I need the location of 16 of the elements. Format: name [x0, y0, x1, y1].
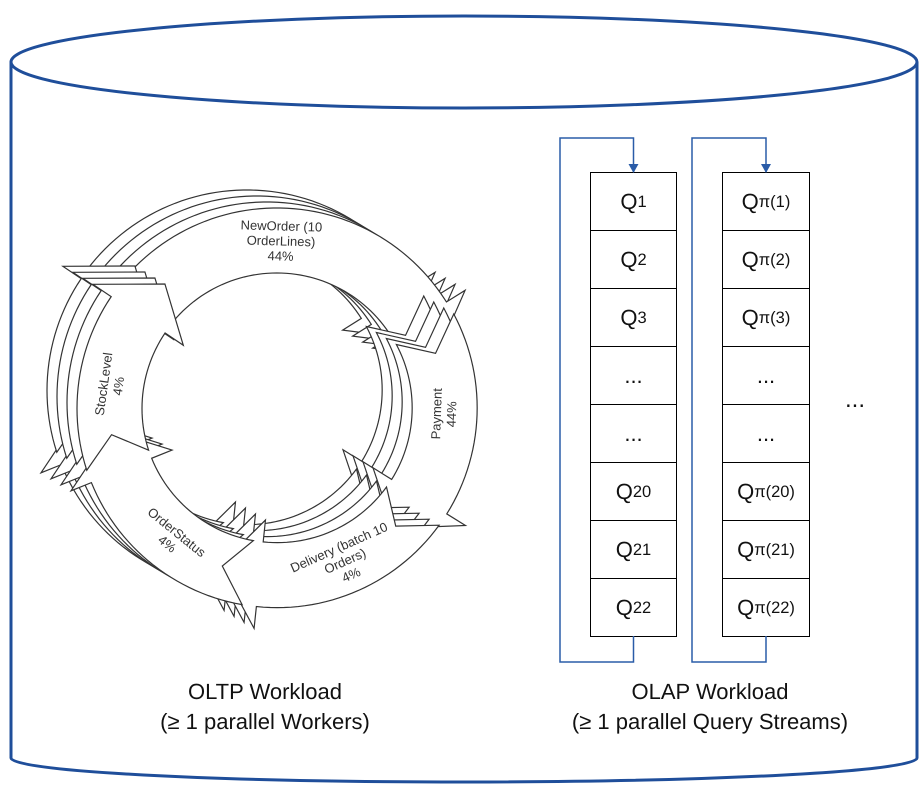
transaction-label: 44% [444, 400, 460, 430]
transaction-label: NewOrder (10 OrderLines) [240, 216, 324, 250]
query-cell: ... [722, 346, 810, 405]
query-cell: ... [590, 346, 677, 405]
ellipsis-text: ... [844, 386, 866, 414]
transaction-label: 44% [268, 248, 294, 264]
query-cell: ... [722, 404, 810, 463]
loop-arrow [691, 137, 771, 663]
workload-caption: OLAP Workload [630, 678, 790, 706]
loop-arrow [559, 137, 638, 663]
workload-caption: (≥ 1 parallel Query Streams) [570, 708, 850, 736]
workload-caption: OLTP Workload [186, 678, 344, 706]
transaction-label: 4% [110, 375, 128, 396]
query-cell: ... [590, 404, 677, 463]
workload-caption: (≥ 1 parallel Workers) [159, 708, 371, 736]
transaction-label: Payment [428, 388, 446, 440]
